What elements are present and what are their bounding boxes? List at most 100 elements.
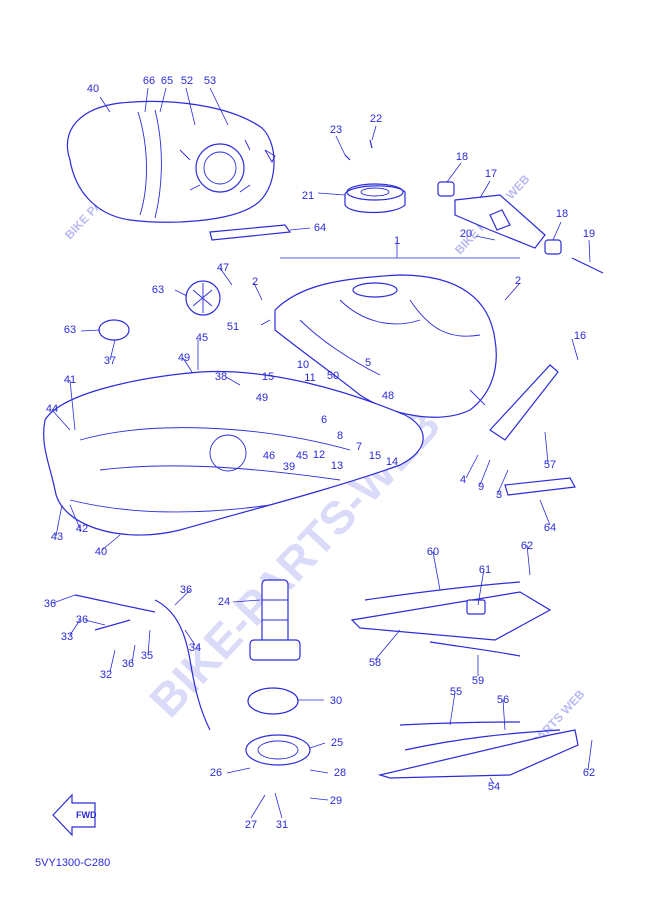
callout-34: 34 [189,642,201,654]
fuel-cap-assembly [344,139,406,214]
callout-45b: 45 [296,450,308,462]
callout-19: 19 [583,228,595,240]
callout-61: 61 [479,564,491,576]
side-bracket [489,364,559,441]
callout-63b: 63 [64,324,76,336]
callout-36d: 36 [180,584,192,596]
callout-40b: 40 [95,546,107,558]
tank-side-cover-assembly [43,370,424,536]
trim-strip-top [209,224,292,241]
callout-17: 17 [485,168,497,180]
callout-25: 25 [331,737,343,749]
callout-49b: 49 [256,392,268,404]
leader-lines [51,87,593,819]
callout-15a: 15 [262,371,274,383]
callout-15b: 15 [369,450,381,462]
callout-66: 66 [143,75,155,87]
callout-labels: 1 2 2 3 4 5 6 7 8 9 10 11 12 13 14 15 15… [44,75,595,831]
tank-emblem [185,280,221,316]
callout-35: 35 [141,650,153,662]
callout-50: 50 [327,370,339,382]
callout-40a: 40 [87,83,99,95]
callout-9: 9 [478,481,484,493]
callout-26: 26 [210,767,222,779]
callout-42: 42 [76,523,88,535]
callout-56: 56 [497,694,509,706]
callout-6: 6 [321,414,327,426]
side-panel-lower [377,721,579,779]
callout-10: 10 [297,359,309,371]
callout-23: 23 [330,124,342,136]
callout-36a: 36 [44,598,56,610]
callout-39: 39 [283,461,295,473]
trim-strip-right [504,477,576,496]
callout-11: 11 [304,372,315,384]
callout-22: 22 [370,113,382,125]
tank-bottom-view [66,100,276,223]
diagram-code: 5VY1300-C280 [35,857,110,869]
callout-30: 30 [330,695,342,707]
callout-55: 55 [450,686,462,698]
callout-21: 21 [302,190,314,202]
callout-65: 65 [161,75,173,87]
callout-28: 28 [334,767,346,779]
callout-3: 3 [496,489,502,501]
fuel-tank-main [274,274,497,418]
callout-48: 48 [382,390,394,402]
callout-16: 16 [574,330,586,342]
callout-5: 5 [365,357,371,369]
callout-45a: 45 [196,332,208,344]
callout-62a: 62 [521,540,533,552]
pump-plate [245,734,311,766]
callout-57: 57 [544,459,556,471]
callout-37: 37 [104,355,116,367]
callout-12: 12 [313,449,325,461]
callout-24: 24 [218,596,230,608]
fwd-label: FWD [76,810,97,820]
callout-60: 60 [427,546,439,558]
callout-8: 8 [337,430,343,442]
fuel-hoses [74,594,211,731]
callout-2a: 2 [252,276,258,288]
callout-18b: 18 [556,208,568,220]
callout-36b: 36 [76,614,88,626]
callout-41: 41 [64,374,76,386]
fwd-arrow-icon: FWD [52,793,97,837]
callout-4: 4 [460,474,466,486]
callout-2b: 2 [515,275,521,287]
callout-49a: 49 [178,352,190,364]
callout-18a: 18 [456,151,468,163]
callout-64b: 64 [544,522,556,534]
callout-51: 51 [227,321,239,333]
callout-64a: 64 [314,222,326,234]
callout-54: 54 [488,781,500,793]
callout-59: 59 [472,675,484,687]
callout-13: 13 [331,460,343,472]
callout-36c: 36 [122,658,134,670]
callout-1: 1 [394,235,400,247]
callout-58: 58 [369,657,381,669]
callout-27: 27 [245,819,257,831]
callout-33: 33 [61,631,73,643]
pump-gasket [247,687,299,715]
fuel-pump [249,579,301,661]
callout-7: 7 [356,441,362,453]
callout-32: 32 [100,669,112,681]
callout-38: 38 [215,371,227,383]
callout-63a: 63 [152,284,164,296]
callout-14: 14 [386,456,398,468]
callout-47: 47 [217,262,229,274]
tank-bracket [437,181,604,274]
callout-46: 46 [263,450,275,462]
callout-53: 53 [204,75,216,87]
callout-43: 43 [51,531,63,543]
side-panel-upper [350,581,552,657]
callout-52: 52 [181,75,193,87]
callout-20: 20 [460,228,472,240]
emblem-pad [98,319,130,341]
callout-29: 29 [330,795,342,807]
callout-31: 31 [276,819,288,831]
callout-44: 44 [46,403,58,415]
callout-62b: 62 [583,767,595,779]
